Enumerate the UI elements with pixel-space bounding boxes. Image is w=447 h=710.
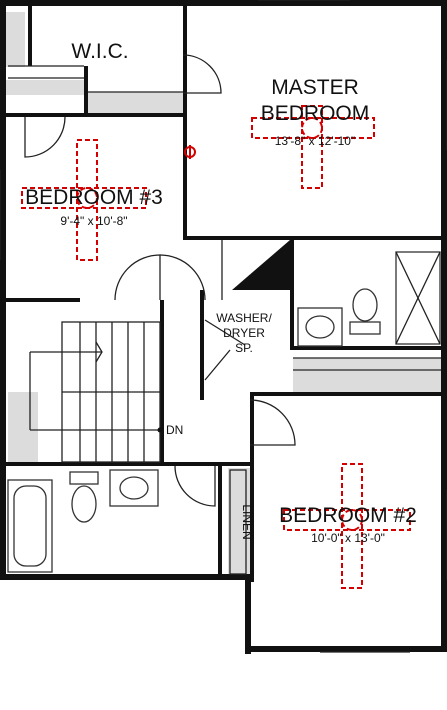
smoke-detector-icon bbox=[184, 145, 196, 159]
fan-bedroom2 bbox=[283, 463, 411, 589]
toilet-master bbox=[349, 321, 381, 335]
master-name-line1: MASTER bbox=[271, 76, 359, 99]
laundry-line1: WASHER/ bbox=[216, 311, 272, 325]
gray-areas bbox=[5, 12, 443, 576]
stairs-direction: DN bbox=[166, 423, 183, 437]
bedroom3-name: BEDROOM #3 bbox=[25, 186, 163, 209]
bedroom3-dims: 9'-4" x 10'-8" bbox=[60, 214, 127, 228]
fixtures bbox=[7, 251, 441, 575]
toilet-hall bbox=[69, 471, 99, 485]
linen-label: LINEN bbox=[240, 504, 254, 539]
room-labels: W.I.C. MASTER BEDROOM 13'-8" x 12'-10" B… bbox=[25, 40, 417, 545]
doors bbox=[24, 54, 296, 507]
laundry-closet bbox=[221, 240, 290, 300]
linen-shelf bbox=[229, 469, 247, 575]
laundry-line2: DRYER bbox=[223, 326, 265, 340]
laundry-line3: SP. bbox=[235, 341, 253, 355]
exterior-walls bbox=[0, 0, 447, 654]
ceiling-fans bbox=[21, 105, 411, 589]
bedroom2-dims: 10'-0" x 13'-0" bbox=[311, 531, 385, 545]
master-dims: 13'-8" x 12'-10" bbox=[275, 134, 355, 148]
fan-bedroom3 bbox=[21, 139, 147, 261]
detail-lines bbox=[0, 0, 447, 653]
master-name-line2: BEDROOM bbox=[261, 102, 370, 125]
stairs bbox=[29, 321, 163, 463]
wic-label: W.I.C. bbox=[71, 40, 128, 63]
interior-walls bbox=[0, 0, 447, 582]
bedroom2-name: BEDROOM #2 bbox=[279, 504, 417, 527]
fan-master bbox=[251, 105, 375, 189]
